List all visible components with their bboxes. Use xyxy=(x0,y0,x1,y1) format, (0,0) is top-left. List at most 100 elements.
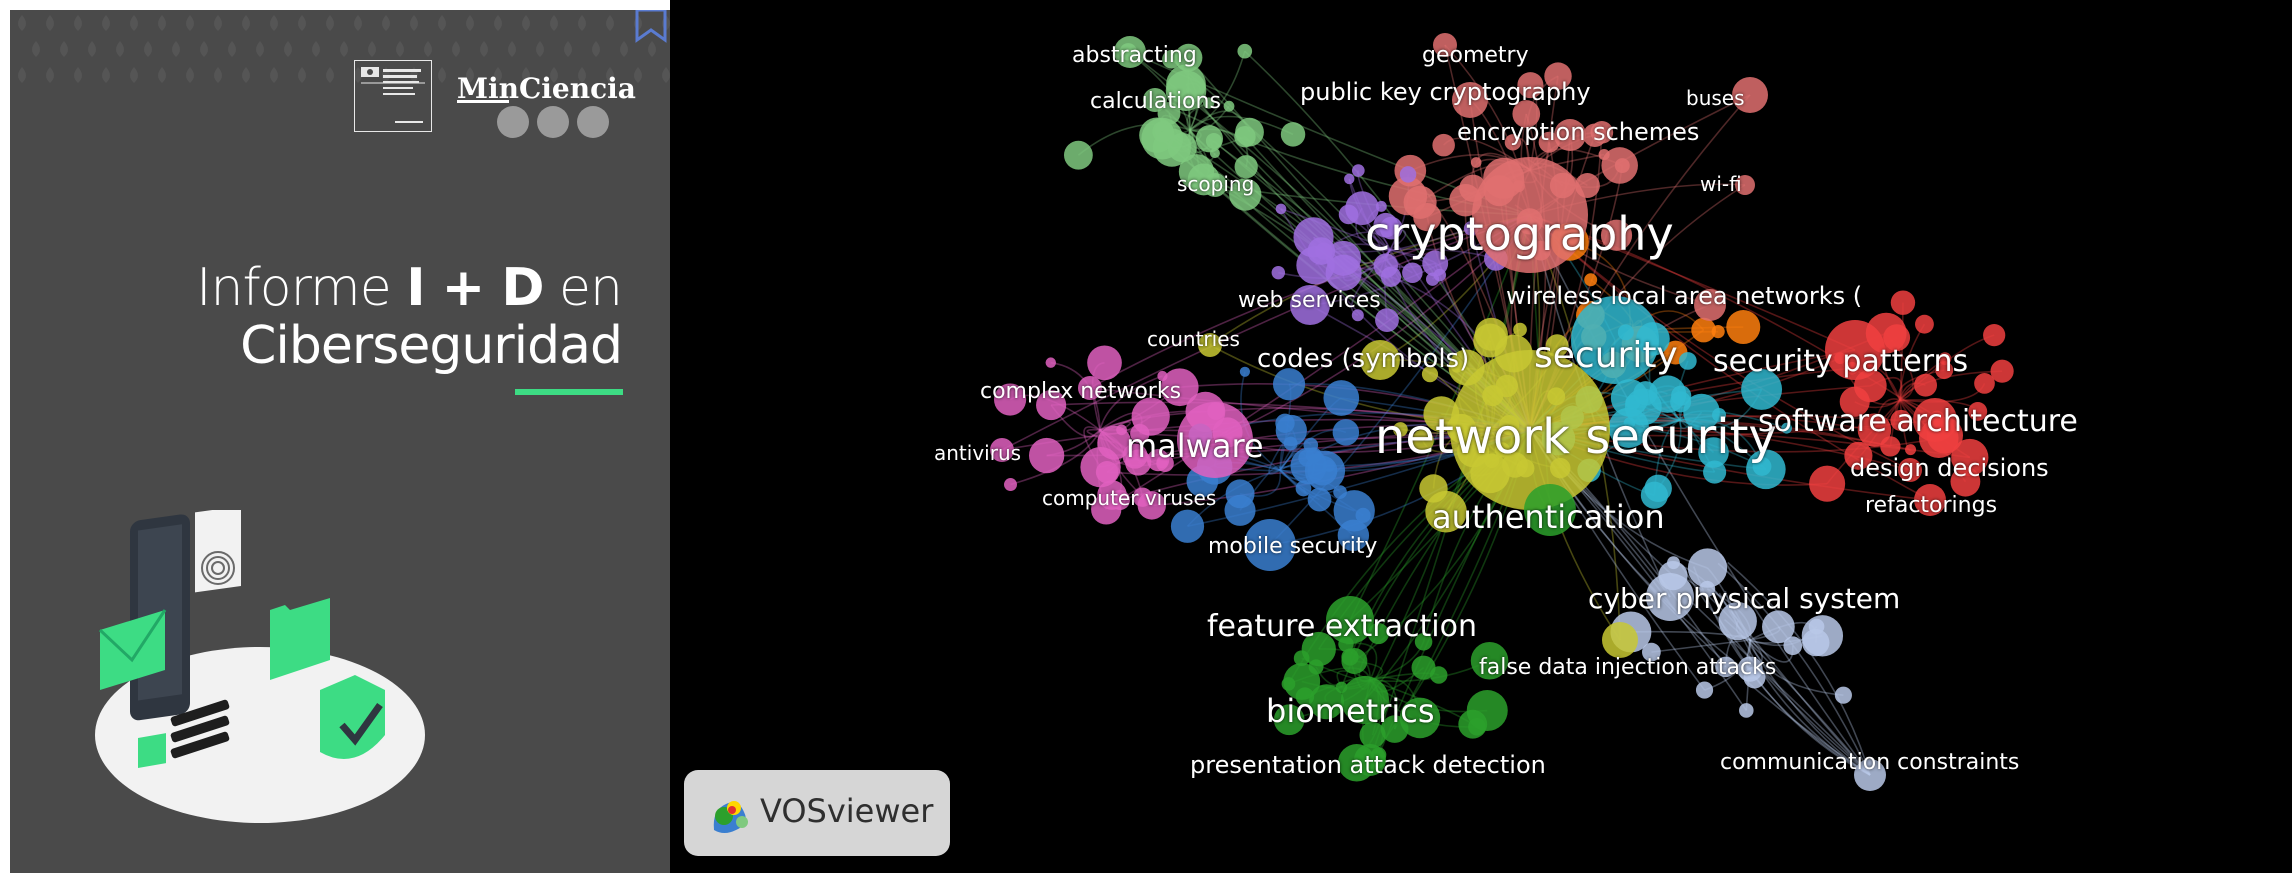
term-label-abstracting[interactable]: abstracting xyxy=(1072,42,1197,68)
term-node-calculations[interactable] xyxy=(1143,88,1167,112)
term-node[interactable] xyxy=(1687,548,1728,588)
term-node[interactable] xyxy=(1517,72,1544,99)
term-node[interactable] xyxy=(1131,397,1170,436)
term-node[interactable] xyxy=(1470,157,1482,168)
term-node[interactable] xyxy=(1036,390,1067,421)
term-node[interactable] xyxy=(1157,370,1168,382)
term-node[interactable] xyxy=(1712,407,1727,422)
term-label-presentation-attack[interactable]: presentation attack detection xyxy=(1190,750,1546,779)
term-node[interactable] xyxy=(1239,366,1251,377)
term-label-antivirus[interactable]: antivirus xyxy=(934,441,1022,465)
term-node[interactable] xyxy=(1950,466,1981,497)
term-node[interactable] xyxy=(1623,417,1636,429)
term-node-presentation-attack[interactable] xyxy=(1354,744,1386,776)
term-node[interactable] xyxy=(1283,436,1298,451)
term-node[interactable] xyxy=(1351,309,1364,322)
term-label-biometrics[interactable]: biometrics xyxy=(1266,692,1435,731)
term-node[interactable] xyxy=(1699,580,1716,597)
term-node[interactable] xyxy=(1375,308,1399,333)
term-node[interactable] xyxy=(1614,158,1630,174)
term-node[interactable] xyxy=(1703,460,1727,484)
term-node-feature-extraction[interactable] xyxy=(1326,596,1374,644)
term-node-wi-fi[interactable] xyxy=(1735,175,1755,195)
term-node[interactable] xyxy=(1045,357,1057,368)
term-node[interactable] xyxy=(1028,437,1065,474)
term-node[interactable] xyxy=(1844,441,1873,470)
term-label-web-services[interactable]: web services xyxy=(1238,287,1381,313)
term-node-mobile-security[interactable] xyxy=(1244,519,1296,571)
term-node-security-patterns[interactable] xyxy=(1825,320,1885,380)
term-node[interactable] xyxy=(1307,237,1336,265)
term-node[interactable] xyxy=(1272,368,1306,401)
term-node[interactable] xyxy=(1235,117,1264,147)
term-node[interactable] xyxy=(1234,155,1258,179)
term-node-refactorings[interactable] xyxy=(1914,484,1946,516)
term-node[interactable] xyxy=(1275,413,1295,433)
term-node[interactable] xyxy=(1273,704,1305,736)
term-node-countries[interactable] xyxy=(1198,333,1222,357)
term-node-encryption-schemes[interactable] xyxy=(1554,119,1586,151)
term-node[interactable] xyxy=(1935,361,1954,380)
term-node[interactable] xyxy=(1802,628,1830,657)
term-node[interactable] xyxy=(1715,656,1736,678)
term-node-communication-constraints[interactable] xyxy=(1854,759,1886,791)
term-node[interactable] xyxy=(1004,478,1018,492)
term-node[interactable] xyxy=(1359,721,1386,749)
term-label-complex-networks[interactable]: complex networks xyxy=(980,378,1182,404)
term-node[interactable] xyxy=(1305,447,1322,464)
term-node[interactable] xyxy=(1380,715,1409,743)
term-node[interactable] xyxy=(1683,393,1720,431)
term-label-calculations[interactable]: calculations xyxy=(1090,88,1221,114)
term-node[interactable] xyxy=(1468,717,1486,736)
term-label-software-architecture[interactable]: software architecture xyxy=(1758,403,2078,439)
term-node-biometrics[interactable] xyxy=(1341,676,1389,724)
term-node[interactable] xyxy=(1880,436,1901,457)
term-node[interactable] xyxy=(1671,385,1692,406)
term-node[interactable] xyxy=(1590,121,1614,144)
term-node[interactable] xyxy=(1275,203,1287,215)
term-label-countries[interactable]: countries xyxy=(1147,327,1240,351)
term-node[interactable] xyxy=(1411,429,1434,452)
term-node-abstracting[interactable] xyxy=(1114,36,1146,68)
term-node[interactable] xyxy=(1399,697,1441,739)
term-node[interactable] xyxy=(1783,636,1803,656)
term-node[interactable] xyxy=(1337,519,1370,552)
term-node[interactable] xyxy=(1914,373,1938,397)
term-node[interactable] xyxy=(1166,64,1206,105)
term-node-design-decisions[interactable] xyxy=(1898,458,1922,482)
term-label-network-security[interactable]: network security xyxy=(1375,408,1777,465)
term-node[interactable] xyxy=(1323,380,1360,416)
term-label-mobile-security[interactable]: mobile security xyxy=(1208,533,1378,559)
term-node[interactable] xyxy=(1223,100,1235,112)
term-node[interactable] xyxy=(1698,437,1729,468)
term-node[interactable] xyxy=(1598,149,1610,161)
term-node[interactable] xyxy=(1229,178,1262,211)
term-node[interactable] xyxy=(1344,173,1355,185)
term-node[interactable] xyxy=(1167,132,1197,163)
term-node[interactable] xyxy=(1125,449,1152,476)
term-node[interactable] xyxy=(1301,631,1336,667)
term-node[interactable] xyxy=(1781,422,1792,434)
term-label-refactorings[interactable]: refactorings xyxy=(1865,492,1998,518)
term-label-security[interactable]: security xyxy=(1534,335,1678,377)
term-node[interactable] xyxy=(1915,314,1934,334)
term-node[interactable] xyxy=(1451,361,1463,373)
term-node[interactable] xyxy=(1642,642,1661,662)
term-node[interactable] xyxy=(1116,424,1127,436)
term-label-wi-fi[interactable]: wi-fi xyxy=(1700,172,1742,196)
term-node-scoping[interactable] xyxy=(1203,173,1227,197)
term-node[interactable] xyxy=(1968,401,1988,421)
term-node-authentication[interactable] xyxy=(1524,484,1576,536)
term-node[interactable] xyxy=(1890,409,1912,432)
term-node[interactable] xyxy=(1295,687,1315,706)
term-node[interactable] xyxy=(1678,352,1697,370)
term-node[interactable] xyxy=(1746,449,1786,490)
term-node[interactable] xyxy=(1857,413,1892,447)
term-node[interactable] xyxy=(1087,345,1122,381)
term-node[interactable] xyxy=(1544,62,1572,90)
term-node[interactable] xyxy=(1345,191,1379,225)
term-node[interactable] xyxy=(1132,487,1153,507)
term-label-cryptography[interactable]: cryptography xyxy=(1365,206,1674,261)
term-label-computer-viruses[interactable]: computer viruses xyxy=(1042,486,1217,510)
term-label-communication-constraints[interactable]: communication constraints xyxy=(1720,749,2020,775)
